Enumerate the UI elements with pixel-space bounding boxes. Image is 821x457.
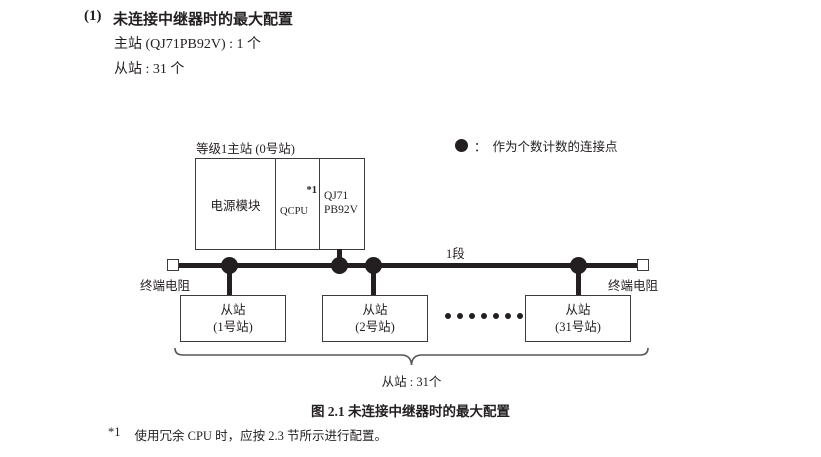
slave-station-number: (31号站) <box>555 319 601 334</box>
slave-title: 从站 <box>362 302 388 317</box>
slave-station-number: (2号站) <box>355 319 395 334</box>
module-qj71pb92v: QJ71 PB92V <box>320 159 364 249</box>
legend-colon: ： <box>474 140 487 154</box>
slave-range-label: 从站 : 31个 <box>381 375 442 389</box>
spec-slave-count: 从站 : 31 个 <box>114 62 185 77</box>
segment-label: 1段 <box>446 247 465 261</box>
ellipsis-dot <box>481 313 487 319</box>
connection-point-dot-icon <box>331 257 348 274</box>
legend-text: 作为个数计数的连接点 <box>492 140 618 154</box>
ellipsis-dot <box>445 313 451 319</box>
module-power-supply-label: 电源模块 <box>210 198 261 213</box>
dot-filled-icon <box>455 139 468 152</box>
slave-1-drop-line <box>227 266 232 296</box>
connection-point-dot-icon <box>365 257 382 274</box>
bus-trunk-line <box>176 263 642 268</box>
connection-point-dot-icon <box>570 257 587 274</box>
footnote: *1 使用冗余 CPU 时，应按 2.3 节所示进行配置。 <box>108 425 387 444</box>
ellipsis-dots-icon <box>445 313 523 319</box>
ellipsis-dot <box>457 313 463 319</box>
connection-point-dot-icon <box>221 257 238 274</box>
terminator-right-icon <box>637 259 649 271</box>
footnote-ref-1: *1 <box>306 185 318 196</box>
module-qj71-line2: PB92V <box>324 204 358 216</box>
slave-station-number: (1号站) <box>213 319 253 334</box>
module-power-supply: 电源模块 <box>196 159 276 249</box>
module-qcpu-label: QCPU <box>280 206 309 217</box>
master-station-box: 电源模块 QCPU *1 QJ71 PB92V <box>195 158 365 250</box>
terminator-left-label: 终端电阻 <box>140 279 191 293</box>
module-qj71pb92v-label: QJ71 PB92V <box>324 189 358 217</box>
footnote-mark: *1 <box>108 425 121 439</box>
slave-31-drop-line <box>576 266 581 296</box>
ellipsis-dot <box>517 313 523 319</box>
slave-range-brace <box>173 346 650 373</box>
slave-station-box: 从站 (31号站) <box>525 295 631 342</box>
master-station-label: 等级1主站 (0号站) <box>196 142 295 156</box>
ellipsis-dot <box>469 313 475 319</box>
figure-caption: 图 2.1 未连接中继器时的最大配置 <box>310 404 511 419</box>
section-number: (1) <box>84 8 102 24</box>
slave-title: 从站 <box>565 302 591 317</box>
terminator-right-label: 终端电阻 <box>608 279 659 293</box>
slave-title: 从站 <box>220 302 246 317</box>
legend: ： 作为个数计数的连接点 <box>455 136 618 155</box>
slave-station-box: 从站 (2号站) <box>322 295 428 342</box>
ellipsis-dot <box>493 313 499 319</box>
module-qcpu: QCPU *1 <box>276 159 320 249</box>
module-qj71-line1: QJ71 <box>324 190 349 202</box>
terminator-left-icon <box>167 259 179 271</box>
slave-2-drop-line <box>371 266 376 296</box>
footnote-text: 使用冗余 CPU 时，应按 2.3 节所示进行配置。 <box>134 429 387 443</box>
spec-master-count: 主站 (QJ71PB92V) : 1 个 <box>114 37 262 52</box>
section-title: 未连接中继器时的最大配置 <box>113 12 294 28</box>
slave-station-box: 从站 (1号站) <box>180 295 286 342</box>
ellipsis-dot <box>505 313 511 319</box>
